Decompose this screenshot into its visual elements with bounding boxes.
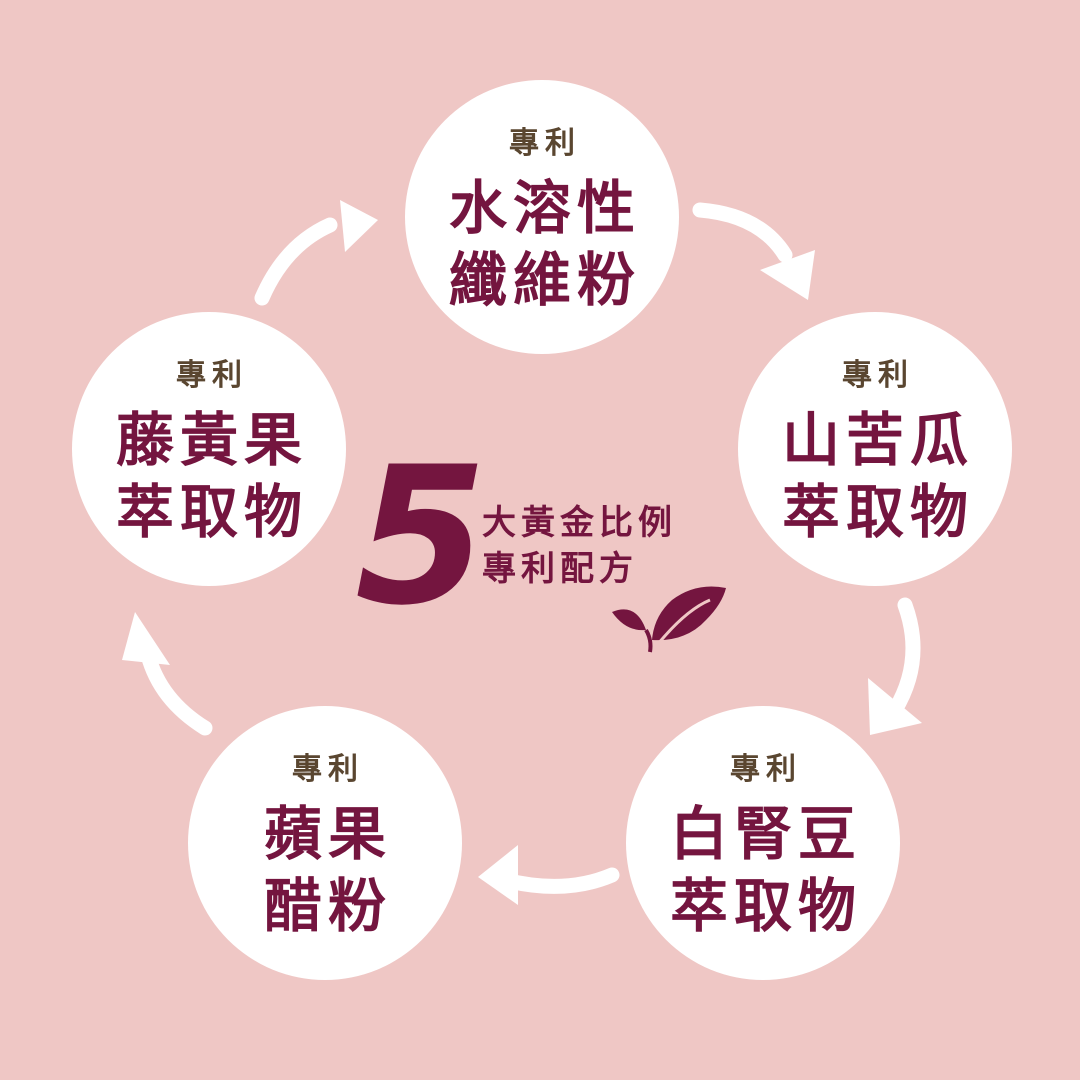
number-five: 5 <box>355 426 488 647</box>
patent-tag: 專利 <box>292 752 364 787</box>
arrow-icon <box>497 867 620 894</box>
arrowhead-icon <box>868 678 922 735</box>
arrowhead-icon <box>122 612 170 665</box>
ingredient-circle-white-kidney-bean: 專利 白腎豆 萃取物 <box>626 706 900 980</box>
patent-tag: 專利 <box>842 358 914 393</box>
ingredient-circle-bitter-melon: 專利 山苦瓜 萃取物 <box>738 312 1012 586</box>
arrowhead-icon <box>478 845 518 905</box>
center-caption-line2: 專利配方 <box>482 549 638 589</box>
leaf-icon <box>612 586 726 653</box>
patent-tag: 專利 <box>730 752 802 787</box>
patent-tag: 專利 <box>509 126 581 161</box>
ingredient-name-line1: 蘋果 <box>263 800 392 868</box>
ingredient-name-line2: 萃取物 <box>669 872 862 940</box>
arrowhead-icon <box>340 200 378 252</box>
ingredient-name-line2: 纖維粉 <box>448 246 641 314</box>
ingredient-circle-garcinia: 專利 藤黃果 萃取物 <box>72 312 346 586</box>
ingredient-name-line2: 萃取物 <box>781 478 974 546</box>
ingredient-name-line1: 藤黃果 <box>115 406 308 474</box>
center-caption: 大黃金比例 專利配方 <box>482 500 677 592</box>
ingredient-name-line2: 醋粉 <box>263 872 392 940</box>
ingredient-name-line1: 水溶性 <box>448 174 641 242</box>
arrow-icon <box>140 647 213 736</box>
ingredient-circle-fiber: 專利 水溶性 纖維粉 <box>405 80 679 354</box>
center-caption-line1: 大黃金比例 <box>482 503 677 543</box>
arrowhead-icon <box>760 250 815 300</box>
ingredient-name-line2: 萃取物 <box>115 478 308 546</box>
arrow-icon <box>254 217 338 306</box>
ingredient-circle-apple-vinegar: 專利 蘋果 醋粉 <box>188 706 462 980</box>
arrow-icon <box>692 202 793 263</box>
ingredient-name-line1: 白腎豆 <box>669 800 862 868</box>
arrow-icon <box>887 597 921 718</box>
patent-tag: 專利 <box>176 358 248 393</box>
ingredient-name-line1: 山苦瓜 <box>781 406 974 474</box>
